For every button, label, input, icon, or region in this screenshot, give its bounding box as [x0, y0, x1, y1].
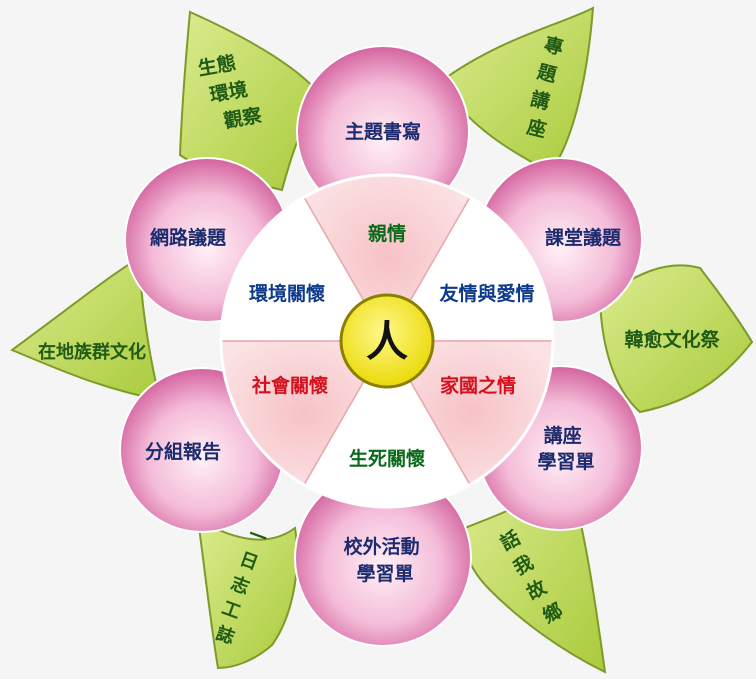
petal-label-internet-topics: 網路議題: [150, 226, 227, 249]
petal-label-theme-writing: 主題書寫: [345, 120, 421, 143]
leaf-label-local-culture: 在地族群文化: [38, 341, 146, 363]
segment-label-environment: 環境關懷: [249, 282, 325, 305]
segment-label-social: 社會關懷: [251, 374, 328, 397]
segment-label-homeland: 家國之情: [440, 374, 516, 397]
petal-label-outdoor-worksheet: 校外活動 學習單: [344, 535, 427, 585]
leaf-label-thematic-lecture: 專 題 講 座: [521, 33, 572, 143]
leaf-han-yu-festival: [598, 264, 754, 414]
segment-label-friendship: 友情與愛情: [439, 282, 534, 305]
petal-label-classroom-topics: 課堂議題: [545, 226, 622, 249]
leaf-thematic-lecture: [438, 6, 595, 174]
petal-label-lecture-worksheet: 講座 學習單: [537, 424, 594, 473]
leaf-label-han-yu-festival: 韓愈文化祭: [624, 328, 720, 351]
wheel-outline: [219, 173, 555, 509]
petal-label-group-report: 分組報告: [145, 440, 221, 463]
leaf-volunteer-diary: [196, 518, 298, 670]
center-circle: [339, 293, 435, 389]
segment-label-life-death: 生死關懷: [349, 447, 425, 470]
segment-label-family: 親情: [368, 222, 406, 245]
center-label: 人: [366, 317, 408, 366]
leaf-ecology-observation: [178, 10, 320, 192]
leaf-local-culture: [9, 256, 162, 402]
